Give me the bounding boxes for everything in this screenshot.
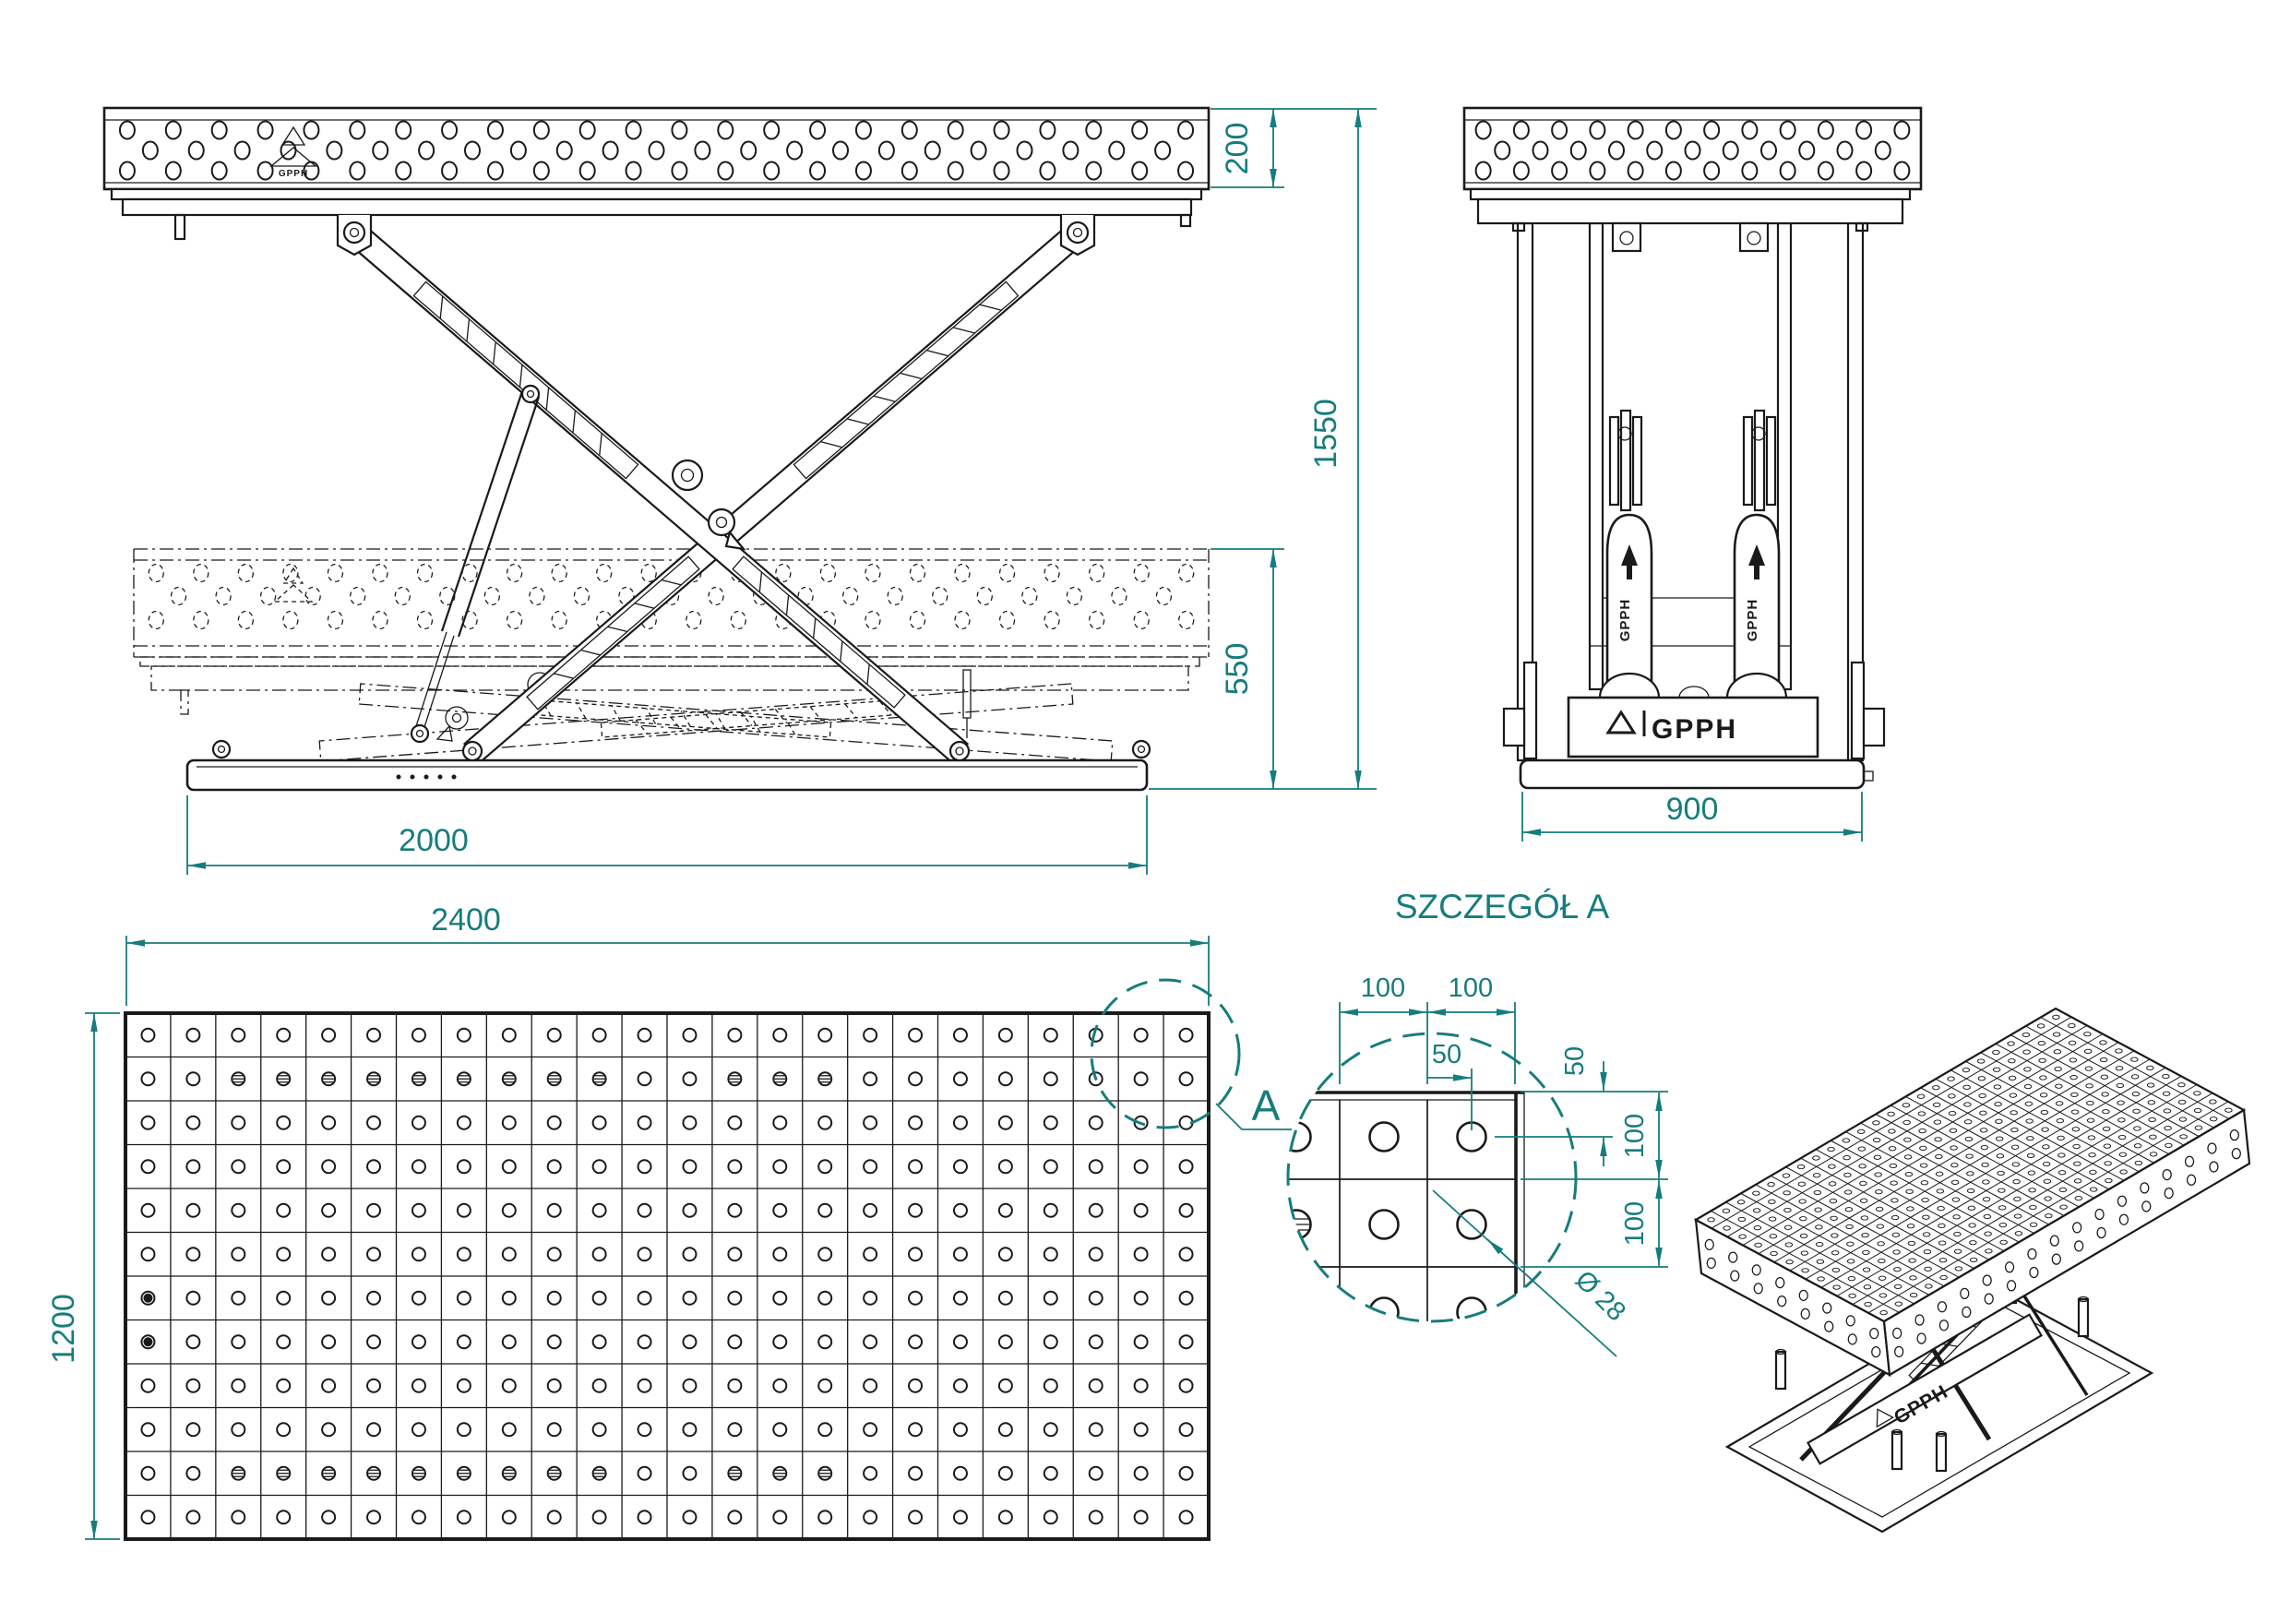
brand-triangle-icon-phantom xyxy=(282,567,304,584)
base-brand-triangle-icon xyxy=(1605,710,1637,734)
front-view-tabletop: GPPH xyxy=(102,106,1211,191)
top-view-dimensions: 2400 1200 xyxy=(46,902,1210,1540)
dim-100-top-1: 100 xyxy=(1361,973,1405,1003)
detail-title: SZCZEGÓŁ A xyxy=(1395,888,1610,925)
dim-1550: 1550 xyxy=(1308,399,1343,469)
dim-2000: 2000 xyxy=(399,823,469,858)
tabletop-outline xyxy=(124,1011,1211,1541)
side-view: GPPH GPPH GPPH xyxy=(1462,106,1923,842)
dim-550: 550 xyxy=(1220,643,1255,696)
side-view-base: GPPH xyxy=(1502,661,1886,790)
detail-drawing xyxy=(1288,1033,1576,1321)
iso-brand-beam xyxy=(1806,1313,2044,1465)
cylinder-brand-text: GPPH xyxy=(1745,599,1760,642)
top-view: 2400 1200 A xyxy=(46,902,1292,1541)
iso-tabletop xyxy=(1696,1009,2249,1377)
dim-2400: 2400 xyxy=(431,902,501,937)
side-view-dimensions: 900 xyxy=(1521,792,1863,842)
front-view-dimensions: 200 1550 550 2000 xyxy=(186,108,1377,875)
detail-view: SZCZEGÓŁ A 100 100 50 xyxy=(1286,888,1668,1357)
dim-200: 200 xyxy=(1220,123,1255,175)
dim-50-vertical: 50 xyxy=(1560,1046,1590,1076)
dim-100-right-2: 100 xyxy=(1620,1201,1650,1246)
front-view-scissor xyxy=(344,221,1088,764)
front-view-subframe xyxy=(110,187,1203,257)
detail-boundary-circle xyxy=(1286,1032,1578,1323)
dim-100-top-2: 100 xyxy=(1449,973,1493,1003)
brand-triangle-icon xyxy=(280,125,306,146)
isometric-view: GPPH xyxy=(1696,1009,2249,1534)
cylinder-brand-text: GPPH xyxy=(1617,599,1633,642)
callout-label: A xyxy=(1252,1081,1281,1129)
dim-1200: 1200 xyxy=(46,1294,81,1364)
front-view: GPPH xyxy=(102,106,1377,875)
dim-50-horizontal: 50 xyxy=(1432,1040,1461,1069)
front-view-base xyxy=(185,740,1149,792)
detail-callout: A xyxy=(1090,978,1292,1130)
iso-brand-triangle-icon xyxy=(1876,1408,1895,1428)
front-view-lowered-phantom xyxy=(133,548,1210,762)
side-view-tabletop xyxy=(1462,106,1923,253)
dim-100-right-1: 100 xyxy=(1620,1114,1650,1158)
base-brand-text: GPPH xyxy=(1652,714,1737,745)
dim-hole-diameter: Ø 28 xyxy=(1569,1265,1631,1327)
side-view-cylinders: GPPH GPPH xyxy=(1598,513,1788,699)
tabletop-brand-text: GPPH xyxy=(279,169,308,179)
side-view-columns xyxy=(1516,221,1865,762)
dim-900: 900 xyxy=(1666,792,1719,827)
